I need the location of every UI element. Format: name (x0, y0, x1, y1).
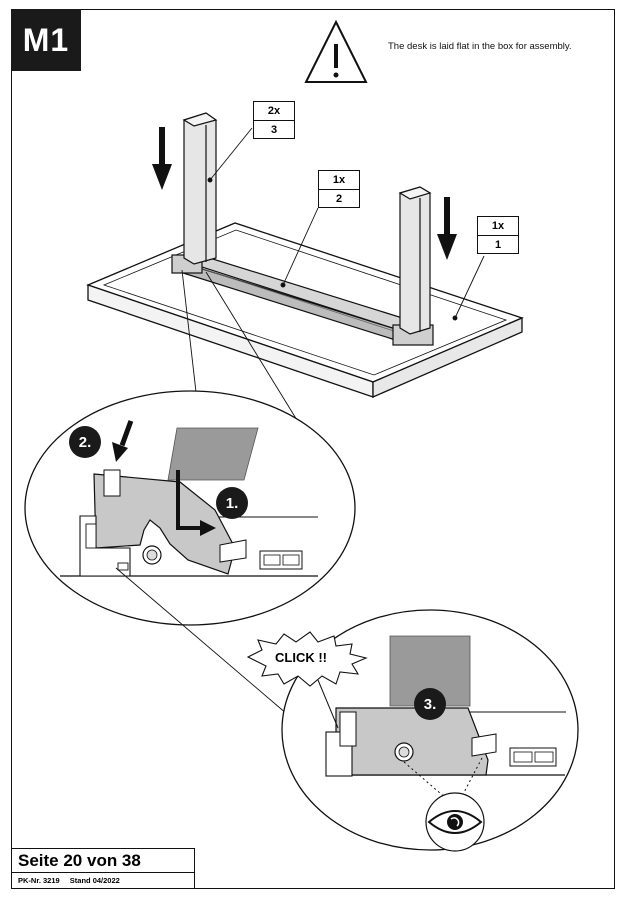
part-box-legs: 2x 3 (253, 101, 295, 139)
footer: Seite 20 von 38 PK-Nr. 3219 Stand 04/202… (11, 848, 195, 889)
leg-left (182, 112, 218, 265)
leg-right (398, 186, 432, 335)
part-qty: 1x (478, 217, 518, 236)
step-1-callout: 1. (216, 487, 248, 519)
click-burst (246, 631, 368, 729)
warning-icon (304, 19, 368, 83)
part-qty: 1x (319, 171, 359, 190)
page-frame (11, 9, 615, 889)
zoom-lines-2 (115, 567, 288, 715)
arrow-down-icon (152, 127, 457, 260)
step-badge: M1 (11, 9, 81, 71)
detail-circle-1 (24, 390, 356, 626)
part-qty: 2x (254, 102, 294, 121)
pk-number: PK-Nr. 3219 (18, 876, 60, 885)
step-2-callout: 2. (69, 426, 101, 458)
stand-date: Stand 04/2022 (69, 876, 120, 885)
click-label: CLICK !! (275, 650, 327, 665)
assembly-note: The desk is laid flat in the box for ass… (388, 41, 572, 52)
zoom-lines (181, 269, 301, 426)
part-number: 2 (335, 193, 343, 205)
part-number: 3 (270, 124, 278, 136)
footer-meta: PK-Nr. 3219 Stand 04/2022 (12, 873, 194, 889)
part-box-desktop: 1x 1 (477, 216, 519, 254)
page-number: Seite 20 von 38 (12, 849, 194, 873)
step-3-callout: 3. (414, 688, 446, 720)
part-box-frame: 1x 2 (318, 170, 360, 208)
eye-icon (425, 792, 485, 852)
part-number: 1 (494, 239, 502, 251)
leader-lines (207, 127, 485, 321)
